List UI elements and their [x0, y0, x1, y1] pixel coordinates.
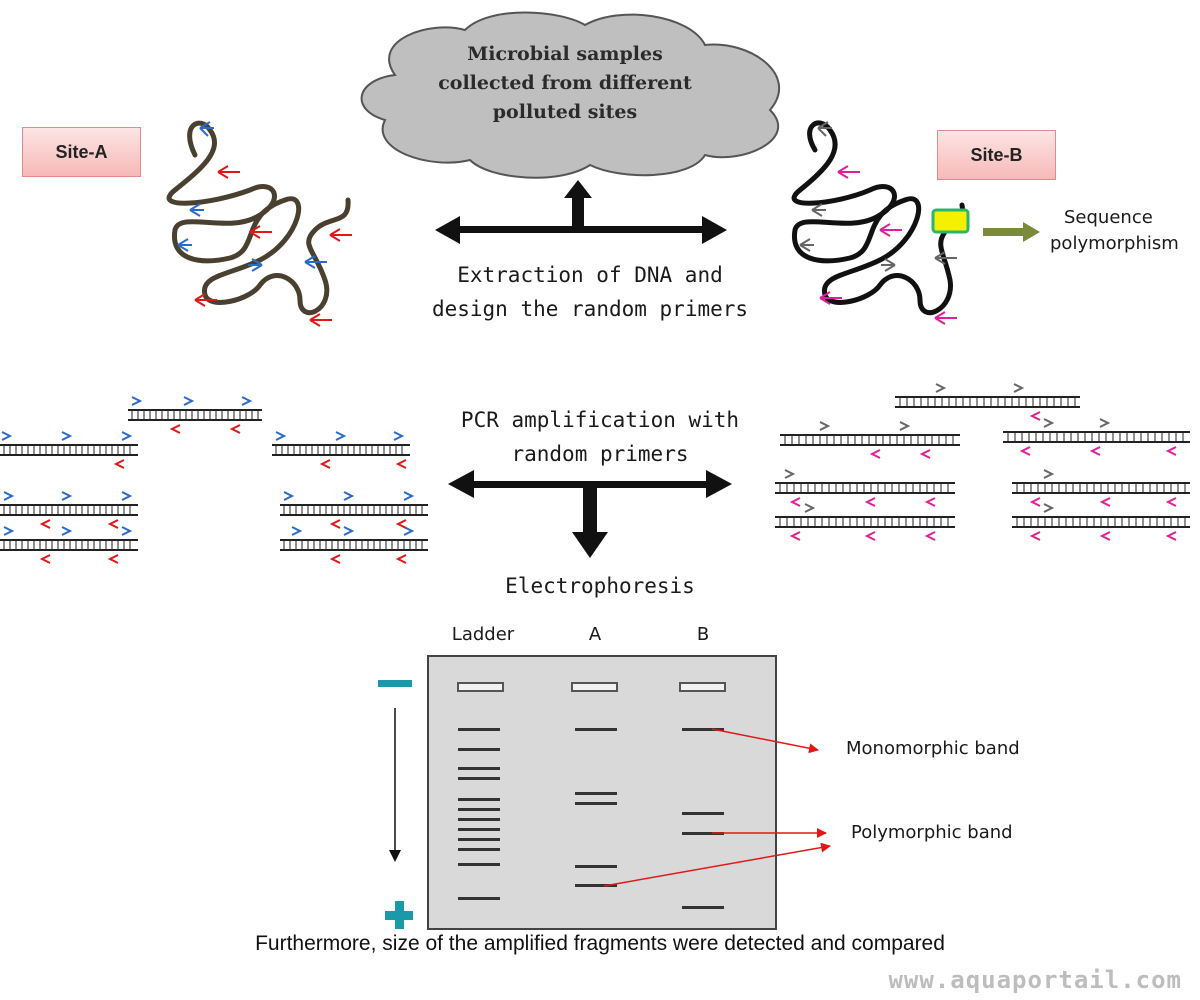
site-a-rungs — [3, 410, 423, 550]
site-b-rungs — [779, 397, 1186, 527]
pcr-line-2: random primers — [511, 442, 689, 466]
extraction-caption: Extraction of DNA and design the random … — [390, 258, 790, 326]
pcr-line-1: PCR amplification with — [460, 408, 740, 432]
extraction-line-1: Extraction of DNA and — [457, 263, 723, 287]
monomorphic-pointer — [711, 728, 819, 754]
monomorphic-band-label: Monomorphic band — [846, 738, 1020, 759]
site-a-label: Site-A — [22, 127, 141, 177]
site-a-primers — [1, 396, 415, 564]
negative-electrode — [378, 680, 412, 687]
gel-wells — [457, 682, 726, 692]
extraction-line-2: design the random primers — [431, 297, 749, 321]
extraction-arrows — [435, 180, 727, 244]
cloud-shape — [360, 11, 781, 179]
pcr-caption: PCR amplification with random primers — [430, 403, 770, 471]
footer-caption: Furthermore, size of the amplified fragm… — [255, 932, 945, 955]
lane-label-ladder: Ladder — [451, 624, 515, 645]
polymorphism-box — [931, 208, 970, 234]
polymorphic-pointers — [603, 828, 831, 887]
site-b-primers — [784, 383, 1177, 541]
pcr-arrows — [448, 470, 732, 558]
polymorphic-band-label: Polymorphic band — [851, 822, 1013, 843]
cloud-line-2: collected from different — [438, 72, 692, 94]
ladder-bands — [458, 728, 500, 900]
positive-electrode — [385, 901, 413, 929]
site-b-dna — [791, 120, 966, 325]
sequence-line-1: Sequence — [1064, 207, 1153, 228]
sequence-polymorphism-label: Sequence polymorphism — [1050, 205, 1179, 257]
watermark: www.aquaportail.com — [888, 966, 1182, 994]
site-a-dna — [166, 120, 352, 327]
lane-label-b: B — [696, 624, 710, 645]
site-b-fragments — [775, 396, 1190, 528]
lane-label-a: A — [588, 624, 602, 645]
polymorphism-arrow — [983, 222, 1040, 242]
cloud-line-1: Microbial samples — [467, 43, 663, 65]
site-b-label: Site-B — [937, 130, 1056, 180]
sequence-line-2: polymorphism — [1050, 233, 1179, 254]
cloud-line-3: polluted sites — [492, 101, 638, 123]
lane-b-bands — [682, 728, 724, 909]
lane-a-bands — [575, 728, 617, 887]
electrophoresis-title: Electrophoresis — [505, 574, 695, 598]
cloud-text: Microbial samples collected from differe… — [400, 40, 730, 127]
